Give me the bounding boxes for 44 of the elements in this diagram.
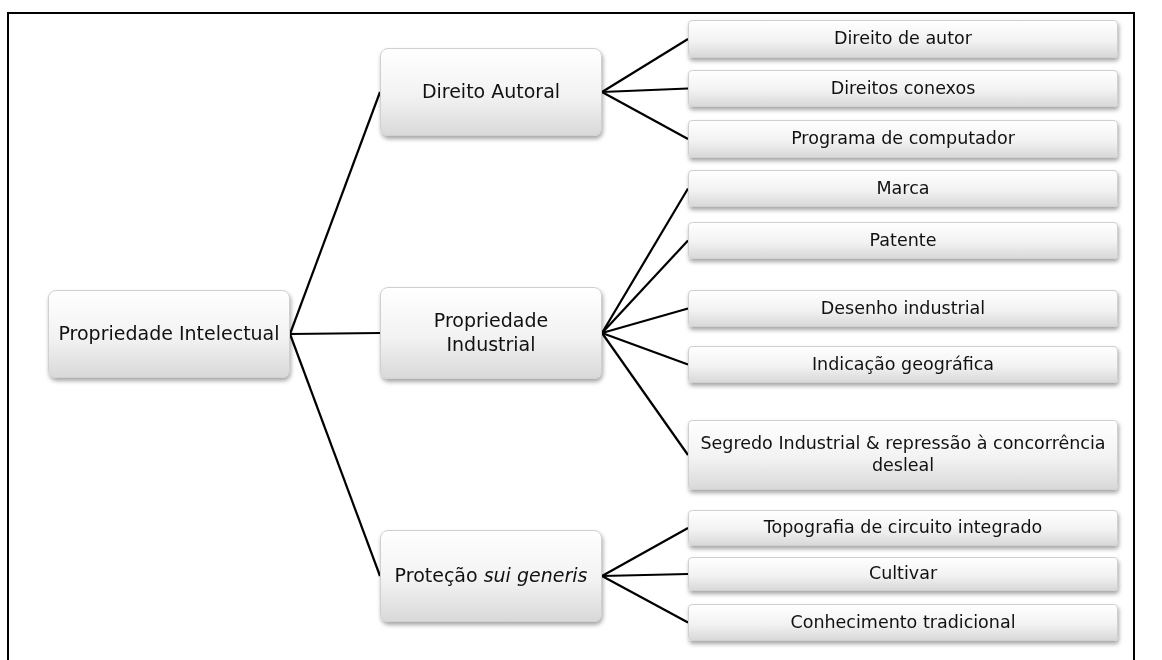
- box-label: Direitos conexos: [830, 77, 976, 100]
- box-label: Topografia de circuito integrado: [763, 517, 1043, 539]
- category-box: [688, 70, 1118, 107]
- connector-line: [601, 239, 689, 334]
- connector-line: [288, 333, 382, 577]
- connector-line: [601, 527, 689, 577]
- box-label: Propriedade Intelectual: [58, 322, 280, 346]
- connector-line: [601, 572, 689, 578]
- box-label: Propriedade Industrial: [432, 309, 550, 357]
- category-box: [380, 48, 602, 136]
- box-label: Programa de computador: [791, 128, 1015, 150]
- connector-line: [601, 307, 689, 335]
- category-box: [688, 420, 1118, 490]
- box-label: Segredo Industrial & repressão à concorrência desleal: [699, 433, 1107, 477]
- box-label: Direito Autoral: [421, 80, 561, 104]
- category-box: [380, 530, 602, 622]
- connector-line: [290, 331, 380, 336]
- category-box: [688, 120, 1118, 158]
- category-box: [688, 604, 1118, 641]
- connector-line: [601, 38, 689, 93]
- box-label: Marca: [876, 177, 930, 200]
- category-box: [688, 170, 1118, 207]
- connector-line: [601, 331, 689, 366]
- category-box: [380, 287, 602, 379]
- connector-line: [601, 187, 689, 334]
- box-label: Proteção sui generis: [394, 564, 588, 588]
- connector-line: [288, 91, 382, 335]
- box-label: Conhecimento tradicional: [790, 611, 1016, 634]
- box-label: Cultivar: [868, 563, 938, 585]
- connector-line: [601, 87, 689, 94]
- category-box: [688, 222, 1118, 259]
- box-label: Indicação geográfica: [811, 353, 995, 376]
- connector-line: [601, 575, 689, 624]
- connector-line: [601, 332, 689, 456]
- box-label: Desenho industrial: [820, 297, 986, 320]
- category-box: [688, 290, 1118, 327]
- category-box: [48, 290, 290, 378]
- box-label: Direito de autor: [834, 28, 972, 50]
- category-box: [688, 346, 1118, 383]
- category-box: [688, 557, 1118, 591]
- connector-line: [601, 91, 689, 140]
- category-box: [688, 20, 1118, 58]
- box-label: Patente: [869, 229, 937, 252]
- category-box: [688, 510, 1118, 546]
